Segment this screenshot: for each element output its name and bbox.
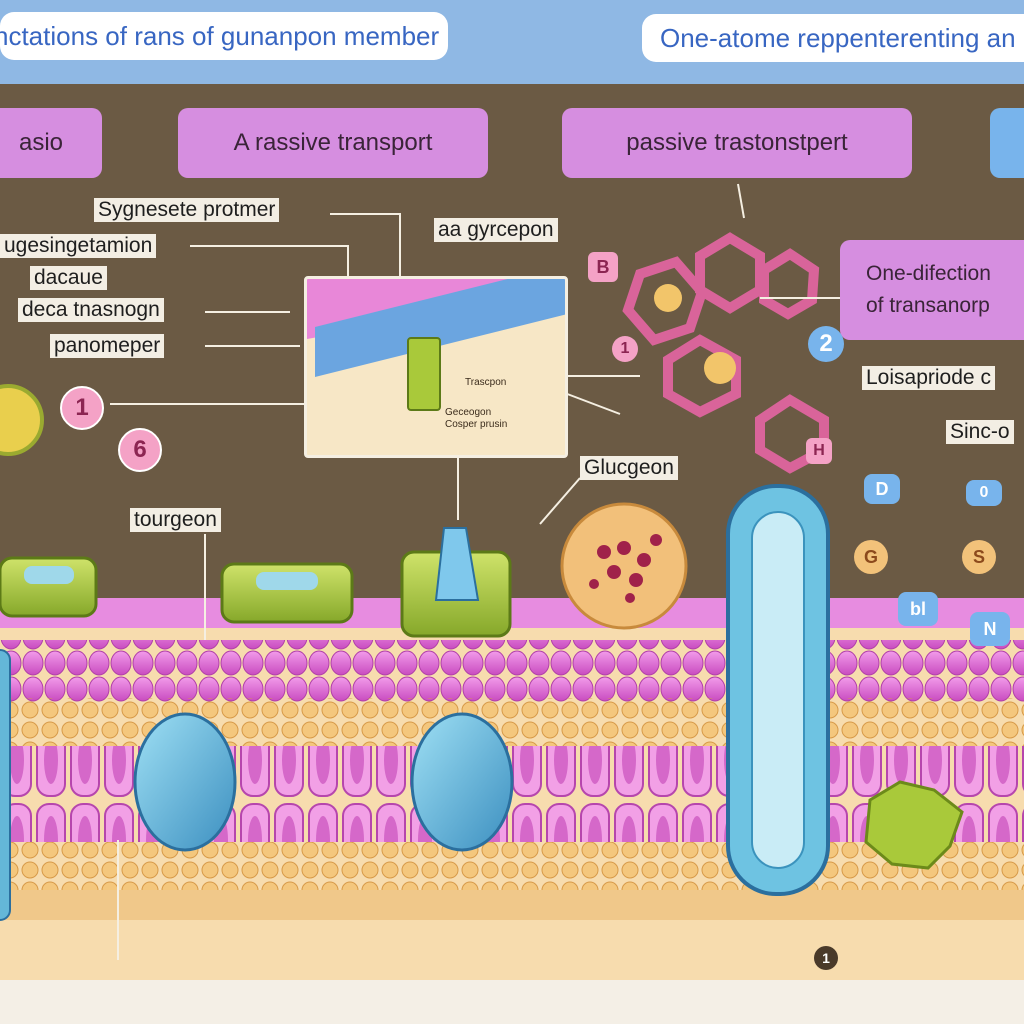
header-left-title: nctations of rans of gunanpon member: [0, 12, 448, 60]
one-direction-line1: One-difection: [866, 262, 991, 285]
protein-blue-left: [133, 712, 237, 852]
upper-lipid-heads: [0, 640, 1024, 702]
header-left-title-text: nctations of rans of gunanpon member: [0, 21, 440, 51]
tab-asio: asio: [0, 108, 102, 178]
tab-rassive-transport-label: A rassive transport: [233, 129, 433, 156]
badge-6: 6: [118, 428, 162, 472]
tab-blue-edge: [990, 108, 1024, 178]
tab-passive-transport-label: passive trastonstpert: [626, 129, 848, 156]
one-direction-box: One-difection of transanorp: [840, 240, 1024, 340]
label-ugesing: ugesingetamion: [0, 234, 157, 258]
badge-n: N: [970, 612, 1010, 646]
badge-bottom-1: 1: [814, 946, 838, 970]
badge-d: D: [864, 474, 900, 504]
badge-bl: bl: [898, 592, 938, 626]
inset-label-a: Trascpon: [465, 377, 507, 388]
badge-2: 2: [808, 326, 844, 362]
protein-blue-edge: [0, 649, 11, 921]
inset-label-b: Geceogon: [445, 407, 492, 418]
badge-0: 0: [966, 480, 1002, 506]
header-right-title: One-atome reppenterenting an: [642, 14, 1024, 62]
label-synergic-protein: Sygnesete protmer: [94, 198, 280, 222]
label-tourgeon: tourgeon: [130, 508, 221, 532]
label-sinc: Sinc-o: [946, 420, 1014, 444]
badge-h: H: [806, 438, 832, 464]
membrane-base: [0, 620, 1024, 980]
badge-g: G: [854, 540, 888, 574]
label-dacaue: dacaue: [30, 266, 107, 290]
label-loisapriode: Loisapriode c: [862, 366, 995, 390]
protein-blue-middle: [410, 712, 514, 852]
label-deca-transport: deca tnasnogn: [18, 298, 164, 322]
tab-passive-transport: passive trastonstpert: [562, 108, 912, 178]
header-right-title-text: One-atome reppenterenting an: [660, 23, 1016, 53]
badge-b: B: [588, 252, 618, 282]
middle-cell-layer: [0, 746, 1024, 842]
lower-lipid-tails: [0, 842, 1024, 890]
label-glucgeon: Glucgeon: [580, 456, 678, 480]
one-direction-line2: of transanorp: [866, 294, 990, 317]
upper-lipid-tails: [0, 698, 1024, 746]
label-panomeper: panomeper: [50, 334, 165, 358]
lower-membrane-band: [0, 890, 1024, 920]
membrane-inset: Trascpon Geceogon Cosper prusin: [304, 276, 568, 458]
badge-1-small: 1: [612, 336, 638, 362]
inset-green-protein: [407, 337, 441, 411]
badge-1: 1: [60, 386, 104, 430]
tab-asio-label: asio: [18, 129, 64, 156]
tab-rassive-transport: A rassive transport: [178, 108, 488, 178]
label-loisapriode-text: Loisapriode: [866, 366, 975, 389]
green-star-protein: [864, 780, 964, 870]
label-gyrcepon: aa gyrcepon: [434, 218, 558, 242]
label-loisapriode-suffix: c: [980, 366, 991, 389]
badge-s: S: [962, 540, 996, 574]
inset-label-c: Cosper prusin: [445, 419, 508, 430]
